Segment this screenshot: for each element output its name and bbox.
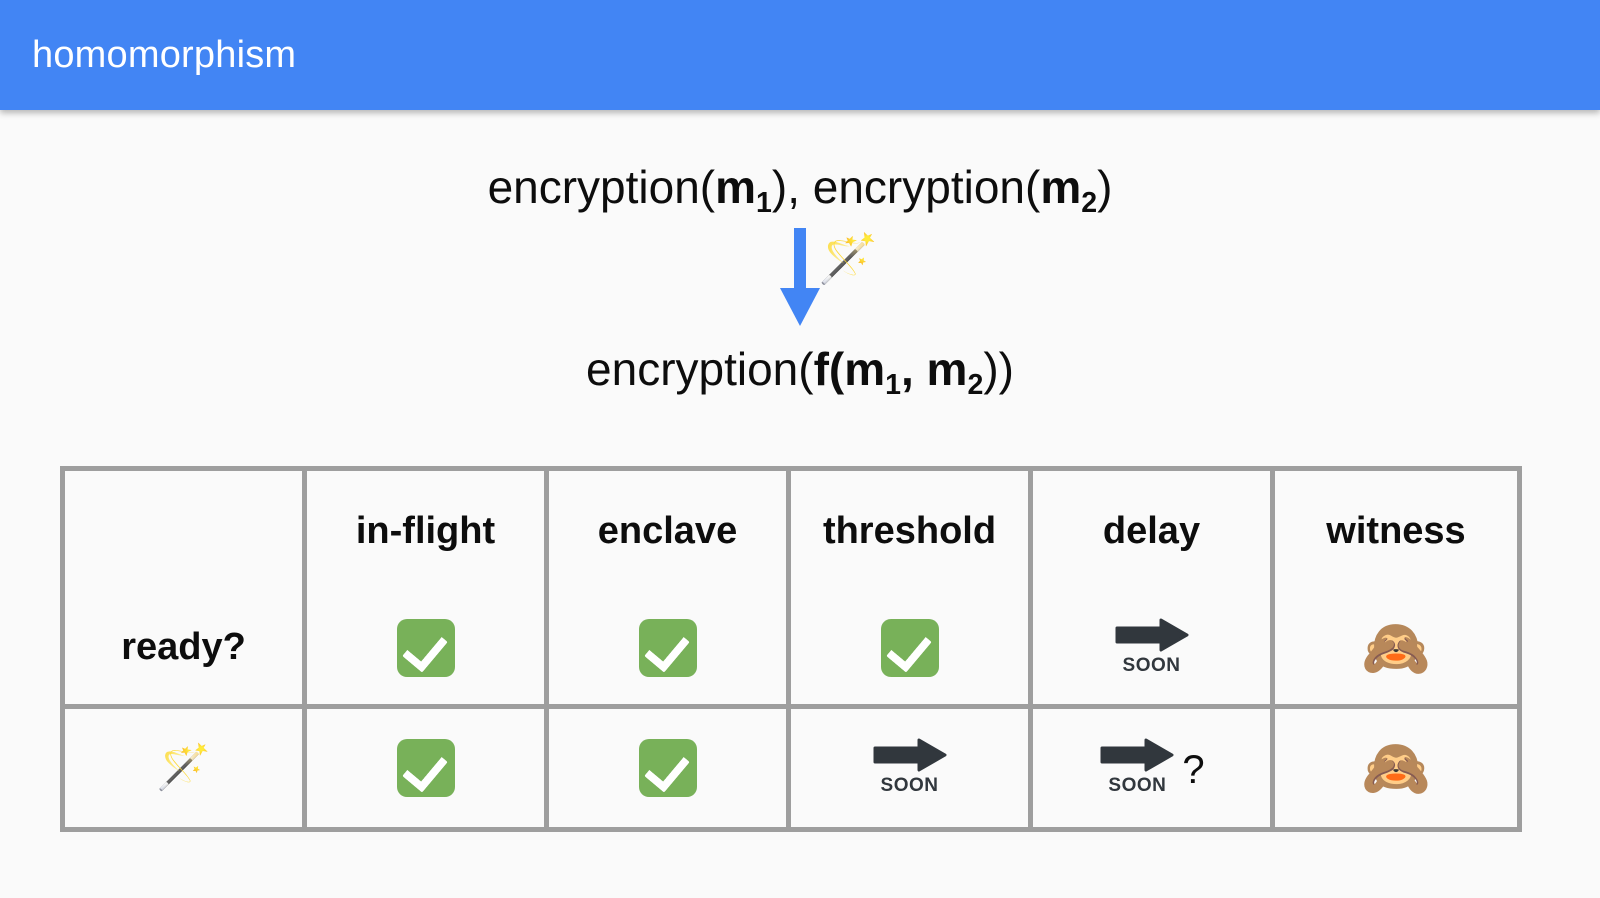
- magic-wand-icon: 🪄: [156, 743, 211, 792]
- slide-canvas: encryption(m1), encryption(m2) 🪄 encrypt…: [0, 110, 1600, 898]
- formula-bottom-text: encryption(f(m1, m2)): [586, 343, 1014, 401]
- soon-label: SOON: [1108, 775, 1167, 796]
- cell-ready-witness: 🙈: [1275, 591, 1517, 709]
- soon-arrow-icon: SOON: [1113, 612, 1191, 684]
- formula-bottom: encryption(f(m1, m2)): [0, 342, 1600, 403]
- right-arrow-icon: [873, 738, 946, 772]
- header-cell-delay: delay: [1033, 471, 1275, 591]
- cell-wand-witness: 🙈: [1275, 709, 1517, 827]
- check-mark-button-icon: [396, 739, 455, 797]
- cell-wand-delay: SOON ?: [1033, 709, 1275, 827]
- header-cell-threshold: threshold: [791, 471, 1033, 591]
- question-mark-label: ?: [1182, 747, 1205, 792]
- soon-arrow-icon: SOON: [1098, 732, 1176, 804]
- soon-arrow-icon: SOON: [871, 732, 949, 804]
- formula-top-text: encryption(m1), encryption(m2): [487, 161, 1113, 219]
- check-mark-button-icon: [638, 739, 697, 797]
- formula-top: encryption(m1), encryption(m2): [0, 160, 1600, 221]
- header-cell-witness: witness: [1275, 471, 1517, 591]
- right-arrow-icon: [1115, 618, 1188, 651]
- cell-ready-in-flight: [307, 591, 549, 709]
- cell-wand-threshold: SOON: [791, 709, 1033, 827]
- app-bar: homomorphism: [0, 0, 1600, 110]
- table-row: ready? SOON: [65, 591, 1517, 709]
- header-cell-corner-blank: [65, 471, 307, 591]
- check-mark-button-icon: [638, 618, 697, 677]
- cell-wand-in-flight: [307, 709, 549, 827]
- cell-ready-enclave: [549, 591, 791, 709]
- soon-label: SOON: [880, 775, 939, 796]
- cell-ready-threshold: [791, 591, 1033, 709]
- row-header-ready: ready?: [65, 591, 307, 709]
- see-no-evil-monkey-icon: 🙈: [1361, 615, 1431, 679]
- table-header-row: in-flight enclave threshold delay witnes…: [65, 471, 1517, 591]
- see-no-evil-monkey-icon: 🙈: [1361, 736, 1431, 799]
- header-cell-enclave: enclave: [549, 471, 791, 591]
- table-row: 🪄 SOON: [65, 709, 1517, 827]
- transform-indicator: 🪄: [0, 228, 1600, 328]
- cell-wand-enclave: [549, 709, 791, 827]
- check-mark-button-icon: [396, 618, 455, 677]
- cell-ready-delay: SOON: [1033, 591, 1275, 709]
- readiness-matrix: in-flight enclave threshold delay witnes…: [60, 466, 1522, 832]
- header-cell-in-flight: in-flight: [307, 471, 549, 591]
- down-arrow-icon: [780, 228, 820, 326]
- magic-wand-icon: 🪄: [818, 233, 878, 286]
- row-header-magic-wand: 🪄: [65, 709, 307, 827]
- right-arrow-icon: [1100, 738, 1174, 772]
- check-mark-button-icon: [880, 618, 939, 677]
- soon-label: SOON: [1122, 654, 1181, 676]
- page-title: homomorphism: [32, 34, 297, 76]
